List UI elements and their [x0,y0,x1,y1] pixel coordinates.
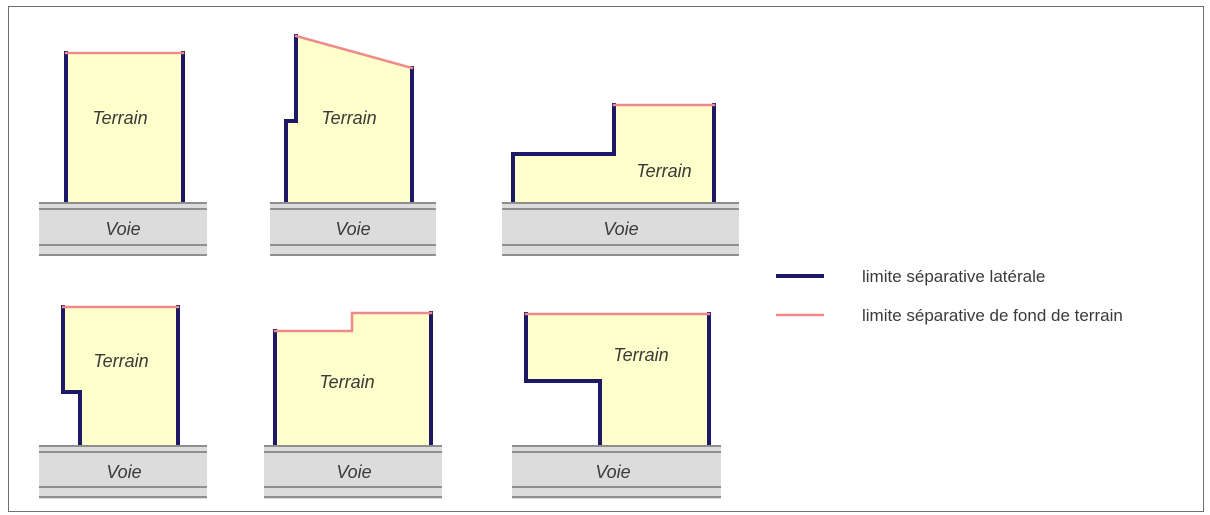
plot-1-terrain [66,53,183,204]
plot-4-voie-label: Voie [106,462,141,482]
plot-3-voie-label: Voie [603,219,638,239]
plot-5-voie [264,446,442,499]
plot-2-terrain [286,36,412,204]
plot-6-lateral-left [524,312,602,449]
plot-1-voie-label: Voie [105,219,140,239]
plot-5-terrain-label: Terrain [319,372,374,392]
plot-6-voie-label: Voie [595,462,630,482]
legend-lateral-label: limite séparative latérale [862,267,1045,286]
plot-6-voie [512,446,721,499]
plot-4-terrain-label: Terrain [93,351,148,371]
plot-1-voie [39,203,207,256]
plot-4-lateral-left [61,305,82,449]
plot-2-voie-label: Voie [335,219,370,239]
plot-5-voie-label: Voie [336,462,371,482]
plot-1-terrain-label: Terrain [92,108,147,128]
plot-2-terrain-label: Terrain [321,108,376,128]
plot-5-terrain [275,313,431,447]
plot-6-terrain-label: Terrain [613,345,668,365]
plot-3-terrain-label: Terrain [636,161,691,181]
plot-5: Terrain Voie [264,311,442,499]
legend-fond-label: limite séparative de fond de terrain [862,306,1123,325]
plot-4-terrain [63,307,178,447]
plot-2: Terrain Voie [270,34,436,256]
plot-3: Terrain Voie [502,103,739,256]
plot-4: Terrain Voie [39,305,207,499]
plot-6-terrain [526,314,709,447]
plot-1: Terrain Voie [39,51,207,256]
legend: limite séparative latérale limite sépara… [776,267,1123,325]
plot-2-voie [270,203,436,256]
plot-6: Terrain Voie [512,312,721,499]
plot-3-lateral-left [511,103,616,206]
plot-5-fond [273,311,433,333]
plot-2-fond [294,34,414,70]
plot-3-voie [502,203,739,256]
plot-4-voie [39,446,207,499]
plot-2-lateral-left [284,34,298,206]
